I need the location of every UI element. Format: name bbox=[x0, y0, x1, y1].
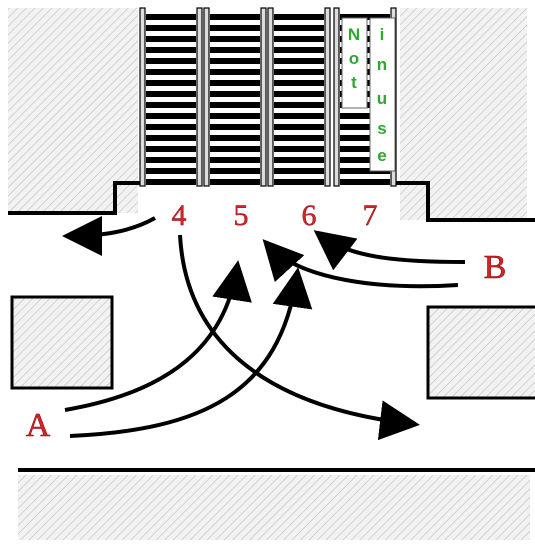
sign-letter-e: e bbox=[377, 146, 386, 165]
wall-top-right bbox=[400, 8, 527, 220]
stair-number-5: 5 bbox=[234, 199, 249, 232]
pillar-left bbox=[10, 295, 114, 390]
corridor-outline-left bbox=[8, 181, 140, 215]
arrow-exit-left bbox=[62, 215, 156, 256]
wall-top-left bbox=[8, 8, 138, 213]
sign-letter-t: t bbox=[351, 73, 357, 92]
stair-number-7: 7 bbox=[363, 199, 378, 232]
arrow-stair4-to-right bbox=[178, 234, 420, 441]
sign-letter-n: N bbox=[348, 25, 360, 44]
not-in-use-sign: N o t i n u s e bbox=[341, 17, 396, 172]
escalator-5 bbox=[203, 7, 267, 187]
origin-label-b: B bbox=[484, 249, 507, 286]
stair-number-6: 6 bbox=[302, 199, 317, 232]
wall-bottom bbox=[18, 475, 530, 540]
sign-letter-i: i bbox=[380, 25, 385, 44]
arrow-b-to-6 bbox=[313, 230, 466, 271]
arrow-a-to-5 bbox=[64, 260, 252, 412]
sign-letter-n2: n bbox=[377, 55, 387, 74]
sign-letter-u: u bbox=[377, 89, 387, 108]
stair-number-4: 4 bbox=[172, 199, 187, 232]
sign-letter-s: s bbox=[377, 119, 386, 138]
arrow-b-to-5 bbox=[262, 239, 459, 289]
sign-letter-o: o bbox=[349, 49, 359, 68]
escalator-6 bbox=[267, 7, 331, 187]
pillar-right bbox=[426, 305, 535, 400]
arrow-a-to-6 bbox=[69, 267, 313, 438]
escalator-4 bbox=[139, 7, 203, 187]
corridor-outline-right bbox=[395, 181, 535, 222]
origin-label-a: A bbox=[26, 407, 51, 444]
